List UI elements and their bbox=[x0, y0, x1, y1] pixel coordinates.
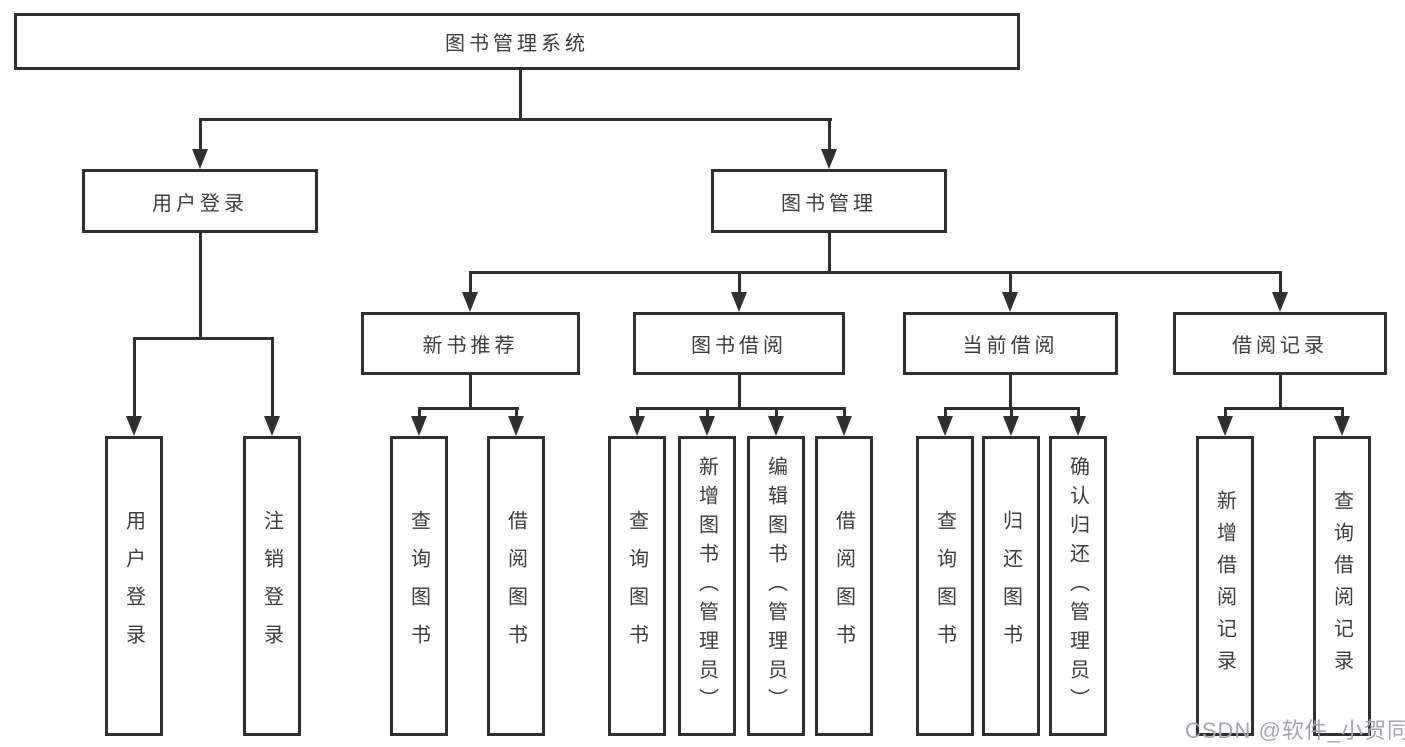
node-br-add-record-label: 新增借阅记录 bbox=[1213, 490, 1236, 682]
node-user-login-action-label: 用户登录 bbox=[122, 510, 145, 662]
node-user-login: 用户登录 bbox=[82, 169, 318, 233]
connector-user-login-branch bbox=[133, 337, 274, 340]
arrowhead-bb-add bbox=[699, 416, 715, 436]
connector-to-br-query bbox=[1341, 407, 1344, 418]
arrowhead-current-borrowing bbox=[1002, 292, 1018, 312]
node-book-borrowing: 图书借阅 bbox=[633, 312, 845, 375]
connector-borrowing-records-branch bbox=[1224, 407, 1344, 410]
connector-to-bb-add bbox=[706, 407, 709, 418]
connector-to-cb-confirm bbox=[1077, 407, 1080, 418]
node-bb-query-books-label: 查询图书 bbox=[625, 510, 648, 662]
connector-to-current-borrowing bbox=[1009, 271, 1012, 294]
connector-to-borrowing-records bbox=[1279, 271, 1282, 294]
csdn-watermark: CSDN @软件_小贺同学 bbox=[1185, 718, 1405, 743]
connector-to-user-login bbox=[199, 118, 202, 151]
connector-to-user-login-action bbox=[133, 337, 136, 418]
connector-to-cb-return bbox=[1010, 407, 1013, 418]
connector-book-management-branch bbox=[469, 271, 1282, 274]
arrowhead-nbr-borrow bbox=[508, 416, 524, 436]
connector-to-book-borrowing bbox=[738, 271, 741, 294]
connector-to-br-add bbox=[1224, 407, 1227, 418]
arrowhead-bb-borrow bbox=[836, 416, 852, 436]
arrowhead-book-borrowing bbox=[731, 292, 747, 312]
connector-to-nbr-query bbox=[418, 407, 421, 418]
arrowhead-br-query bbox=[1334, 416, 1350, 436]
node-logout-action: 注销登录 bbox=[243, 436, 301, 736]
arrowhead-user-login-action bbox=[126, 416, 142, 436]
node-new-book-recommendation: 新书推荐 bbox=[361, 312, 580, 375]
arrowhead-user-login bbox=[192, 149, 208, 169]
node-bb-add-books-admin-label: 新增图书（管理员） bbox=[695, 455, 718, 717]
node-nbr-query-books: 查询图书 bbox=[390, 436, 448, 736]
connector-book-management-stem bbox=[828, 233, 831, 271]
arrowhead-nbr-query bbox=[411, 416, 427, 436]
node-br-add-record: 新增借阅记录 bbox=[1196, 436, 1254, 736]
node-bb-edit-books-admin: 编辑图书（管理员） bbox=[747, 436, 805, 736]
node-br-query-record: 查询借阅记录 bbox=[1313, 436, 1371, 736]
node-cb-query-books: 查询图书 bbox=[916, 436, 974, 736]
arrowhead-bb-edit bbox=[768, 416, 784, 436]
connector-book-borrowing-branch bbox=[636, 407, 846, 410]
connector-root-branch bbox=[199, 118, 832, 121]
connector-to-bb-query bbox=[636, 407, 639, 418]
arrowhead-br-add bbox=[1217, 416, 1233, 436]
node-logout-action-label: 注销登录 bbox=[260, 510, 283, 662]
arrowhead-bb-query bbox=[629, 416, 645, 436]
node-nbr-query-books-label: 查询图书 bbox=[407, 510, 430, 662]
node-borrowing-records: 借阅记录 bbox=[1173, 312, 1387, 375]
node-nbr-borrow-books: 借阅图书 bbox=[487, 436, 545, 736]
connector-to-bb-borrow bbox=[843, 407, 846, 418]
node-bb-borrow-books-label: 借阅图书 bbox=[832, 510, 855, 662]
arrowhead-cb-query bbox=[937, 416, 953, 436]
node-br-query-record-label: 查询借阅记录 bbox=[1330, 490, 1353, 682]
node-current-borrowing: 当前借阅 bbox=[903, 312, 1118, 375]
node-cb-confirm-return-admin-label: 确认归还（管理员） bbox=[1066, 455, 1089, 717]
node-bb-borrow-books: 借阅图书 bbox=[815, 436, 873, 736]
connector-current-borrowing-stem bbox=[1009, 375, 1012, 407]
arrowhead-borrowing-records bbox=[1272, 292, 1288, 312]
node-library-management-system: 图书管理系统 bbox=[14, 13, 1020, 70]
connector-to-cb-query bbox=[944, 407, 947, 418]
node-bb-query-books: 查询图书 bbox=[608, 436, 666, 736]
arrowhead-cb-return bbox=[1003, 416, 1019, 436]
node-cb-query-books-label: 查询图书 bbox=[933, 510, 956, 662]
connector-new-book-rec-stem bbox=[469, 375, 472, 407]
node-nbr-borrow-books-label: 借阅图书 bbox=[504, 510, 527, 662]
connector-borrowing-records-stem bbox=[1279, 375, 1282, 407]
connector-to-nbr-borrow bbox=[515, 407, 518, 418]
connector-to-book-management bbox=[828, 118, 831, 151]
node-cb-return-books: 归还图书 bbox=[982, 436, 1040, 736]
connector-new-book-rec-branch bbox=[418, 407, 519, 410]
node-user-login-action: 用户登录 bbox=[105, 436, 163, 736]
node-book-management: 图书管理 bbox=[711, 169, 947, 233]
connector-user-login-stem bbox=[199, 233, 202, 337]
node-bb-edit-books-admin-label: 编辑图书（管理员） bbox=[764, 455, 787, 717]
node-bb-add-books-admin: 新增图书（管理员） bbox=[678, 436, 736, 736]
connector-book-borrowing-stem bbox=[738, 375, 741, 407]
arrowhead-book-management bbox=[821, 149, 837, 169]
connector-to-bb-edit bbox=[775, 407, 778, 418]
arrowhead-new-book-rec bbox=[462, 292, 478, 312]
node-cb-confirm-return-admin: 确认归还（管理员） bbox=[1049, 436, 1107, 736]
node-cb-return-books-label: 归还图书 bbox=[999, 510, 1022, 662]
arrowhead-cb-confirm bbox=[1070, 416, 1086, 436]
connector-to-new-book-rec bbox=[469, 271, 472, 294]
connector-to-logout bbox=[271, 337, 274, 418]
arrowhead-logout bbox=[264, 416, 280, 436]
connector-root-stem bbox=[519, 69, 522, 118]
